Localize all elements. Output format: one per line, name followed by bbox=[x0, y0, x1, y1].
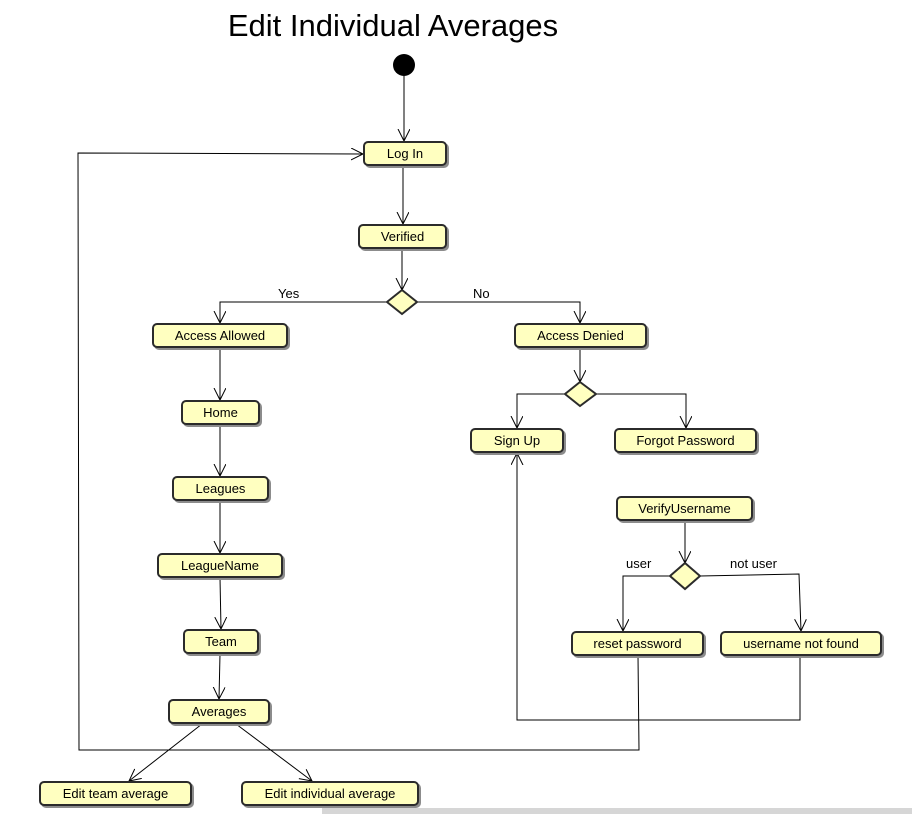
edge-user bbox=[623, 575, 670, 631]
node-username-not-found[interactable]: username not found bbox=[720, 631, 882, 656]
edge-decision2-forgot bbox=[596, 393, 686, 428]
edge-leaguename-team bbox=[220, 577, 221, 629]
edge-not-user bbox=[699, 573, 801, 631]
edge-averages-indiv-avg bbox=[235, 723, 312, 781]
horizontal-scrollbar[interactable] bbox=[322, 808, 912, 814]
node-forgot-password[interactable]: Forgot Password bbox=[614, 428, 757, 453]
node-verify-username[interactable]: VerifyUsername bbox=[616, 496, 753, 521]
node-averages[interactable]: Averages bbox=[168, 699, 270, 724]
edge-notfound-signup bbox=[517, 453, 801, 721]
diagram-title: Edit Individual Averages bbox=[227, 8, 559, 43]
edge-reset-login bbox=[77, 153, 640, 751]
edge-yes bbox=[220, 301, 387, 323]
node-team[interactable]: Team bbox=[183, 629, 259, 654]
edge-averages-team-avg bbox=[129, 723, 203, 781]
node-sign-up[interactable]: Sign Up bbox=[470, 428, 564, 453]
node-reset-password[interactable]: reset password bbox=[571, 631, 704, 656]
node-edit-team-average[interactable]: Edit team average bbox=[39, 781, 192, 806]
decision-access bbox=[385, 288, 419, 316]
edge-no bbox=[417, 301, 580, 323]
edge-team-averages bbox=[219, 653, 220, 699]
node-log-in[interactable]: Log In bbox=[363, 141, 447, 166]
node-edit-individual-average[interactable]: Edit individual average bbox=[241, 781, 419, 806]
node-league-name[interactable]: LeagueName bbox=[157, 553, 283, 578]
edge-label-user: user bbox=[626, 556, 652, 571]
node-verified[interactable]: Verified bbox=[358, 224, 447, 249]
edge-label-not-user: not user bbox=[730, 556, 777, 571]
decision-recovery bbox=[563, 380, 598, 408]
decision-user bbox=[668, 561, 702, 591]
node-access-allowed[interactable]: Access Allowed bbox=[152, 323, 288, 348]
initial-node bbox=[393, 54, 415, 76]
node-leagues[interactable]: Leagues bbox=[172, 476, 269, 501]
edge-label-no: No bbox=[473, 286, 490, 301]
edge-decision2-signup bbox=[517, 393, 565, 428]
node-access-denied[interactable]: Access Denied bbox=[514, 323, 647, 348]
node-home[interactable]: Home bbox=[181, 400, 260, 425]
edge-label-yes: Yes bbox=[278, 286, 300, 301]
